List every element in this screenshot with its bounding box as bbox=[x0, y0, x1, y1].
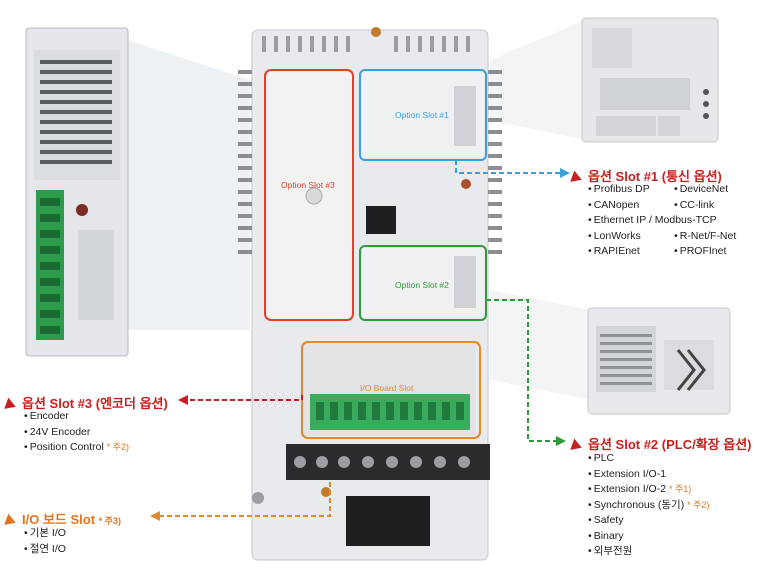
list-item: 절연 I/O bbox=[24, 542, 66, 558]
slot1-board-label: Option Slot #1 bbox=[395, 110, 449, 120]
list-item: Synchronous (동기) * 주2) bbox=[588, 498, 710, 514]
io-list: 기본 I/O 절연 I/O bbox=[24, 526, 66, 557]
slot3-module-photo bbox=[25, 27, 129, 357]
list-item: RAPIEnet bbox=[588, 244, 668, 260]
io-board-label: I/O Board Slot bbox=[360, 383, 414, 393]
slot2-leader bbox=[486, 299, 556, 442]
slot3-list: Encoder 24V Encoder Position Control * 주… bbox=[24, 409, 129, 456]
slot3-board-label: Option Slot #3 bbox=[281, 180, 335, 190]
slot1-list: Profibus DP DeviceNet CANopen CC-link Et… bbox=[588, 182, 764, 260]
slot1-title-text: 옵션 Slot #1 (통신 옵션) bbox=[588, 169, 722, 184]
list-item-text: Extension I/O-2 bbox=[593, 483, 667, 495]
inverter-body-photo bbox=[238, 27, 502, 561]
list-item: Extension I/O-1 bbox=[588, 467, 709, 483]
footnote-marker: * 주2) bbox=[687, 499, 710, 510]
slot1-module-photo bbox=[581, 17, 719, 143]
slot1-outline bbox=[359, 69, 487, 161]
slot2-module-photo bbox=[587, 307, 731, 415]
slot3-title-text: 옵션 Slot #3 (엔코더 옵션) bbox=[22, 396, 168, 411]
list-item: DeviceNet bbox=[674, 182, 764, 198]
slot2-title-text: 옵션 Slot #2 (PLC/확장 옵션) bbox=[588, 437, 752, 452]
inverter-diagram bbox=[25, 17, 731, 561]
footnote-marker: * 주3) bbox=[98, 516, 121, 526]
slot3-outline bbox=[264, 69, 354, 321]
callout-arrow-icon bbox=[4, 397, 18, 412]
footnote-marker: * 주1) bbox=[668, 484, 692, 494]
list-item: 24V Encoder bbox=[24, 425, 129, 441]
list-item: Encoder bbox=[24, 409, 129, 425]
io-title: I/O 보드 Slot * 주3) bbox=[4, 509, 121, 528]
callout-arrow-icon bbox=[570, 438, 584, 453]
io-leader-arrow bbox=[150, 511, 160, 521]
slot2-title: 옵션 Slot #2 (PLC/확장 옵션) bbox=[570, 434, 752, 453]
list-item: Ethernet IP / Modbus-TCP bbox=[588, 213, 764, 229]
list-item: Extension I/O-2 * 주1) bbox=[588, 482, 709, 498]
list-item: 외부전원 bbox=[588, 544, 709, 560]
slot3-title: 옵션 Slot #3 (엔코더 옵션) bbox=[4, 393, 168, 412]
slot2-leader-arrow bbox=[556, 436, 566, 446]
io-slot-outline bbox=[301, 341, 481, 439]
list-item: Profibus DP bbox=[588, 182, 668, 198]
list-item-text: Position Control bbox=[29, 441, 104, 453]
list-item: PLC bbox=[588, 451, 709, 467]
list-item: Safety bbox=[588, 513, 709, 529]
light-rays bbox=[128, 20, 590, 400]
slot1-leader bbox=[455, 160, 560, 174]
footnote-marker: * 주2) bbox=[106, 442, 130, 452]
callout-arrow-icon bbox=[570, 170, 584, 185]
list-item: R-Net/F-Net bbox=[674, 229, 764, 245]
slot3-leader-arrow bbox=[178, 395, 188, 405]
callout-arrow-icon bbox=[4, 513, 18, 528]
list-item-text: Synchronous (동기) bbox=[593, 498, 685, 511]
io-leader bbox=[160, 482, 331, 517]
io-title-text: I/O 보드 Slot bbox=[22, 512, 96, 527]
list-item: CC-link bbox=[674, 198, 764, 214]
list-item: Binary bbox=[588, 529, 709, 545]
list-item: CANopen bbox=[588, 198, 668, 214]
slot2-list: PLC Extension I/O-1 Extension I/O-2 * 주1… bbox=[588, 451, 710, 560]
list-item: 기본 I/O bbox=[24, 526, 66, 542]
list-item: LonWorks bbox=[588, 229, 668, 245]
slot3-leader bbox=[188, 395, 303, 401]
list-item: PROFInet bbox=[674, 244, 764, 260]
slot2-outline bbox=[359, 245, 487, 321]
slot2-board-label: Option Slot #2 bbox=[395, 280, 449, 290]
slot1-title: 옵션 Slot #1 (통신 옵션) bbox=[570, 166, 722, 185]
list-item: Position Control * 주2) bbox=[24, 440, 129, 456]
slot1-leader-arrow bbox=[560, 168, 570, 178]
